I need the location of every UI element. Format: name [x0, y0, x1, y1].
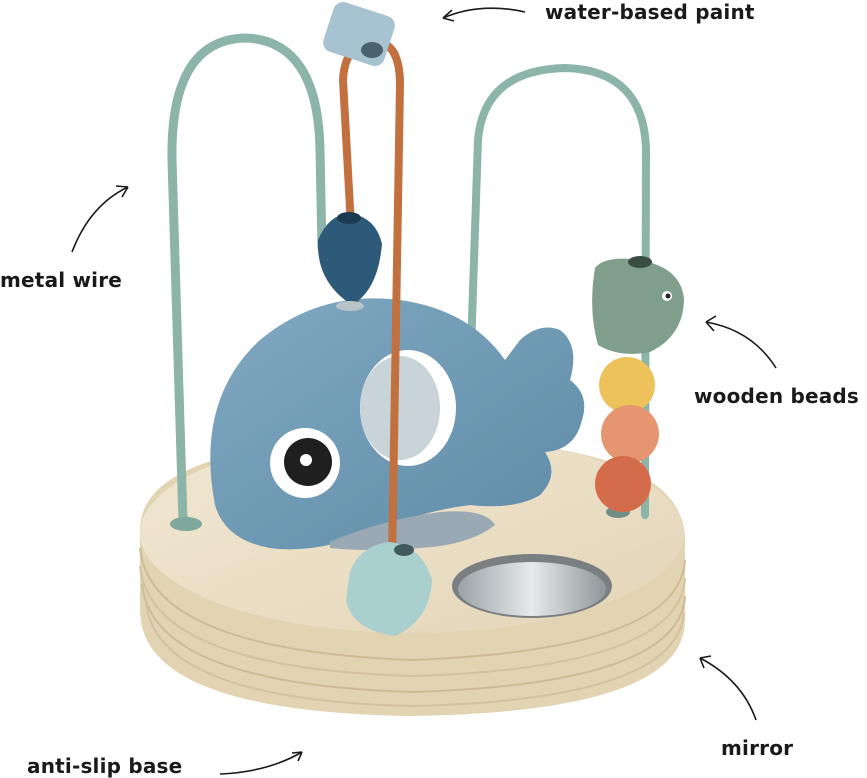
arrowhead-wooden-beads-icon — [705, 315, 717, 332]
arrowhead-anti-slip-icon — [291, 751, 303, 762]
wire-foot-left — [170, 517, 202, 531]
arrowhead-water-paint-icon — [442, 9, 455, 22]
arrow-metal-wire-icon — [71, 186, 129, 253]
arrowhead-metal-wire-icon — [115, 185, 129, 198]
label-water-based-paint: water-based paint — [545, 0, 755, 24]
mirror — [452, 554, 612, 618]
label-anti-slip-base: anti-slip base — [27, 754, 183, 778]
whale-eye-icon — [270, 428, 340, 498]
navy-teardrop-bead — [317, 212, 382, 311]
label-mirror: mirror — [721, 736, 794, 760]
mint-bead — [346, 542, 432, 636]
arrow-mirror-icon — [699, 657, 757, 721]
terracotta-bead — [595, 456, 651, 512]
arrow-wooden-beads-icon — [705, 321, 777, 369]
metal-wire-left — [167, 33, 327, 527]
top-bead — [323, 1, 395, 67]
label-metal-wire: metal wire — [0, 268, 123, 292]
arrowhead-mirror-icon — [699, 655, 712, 669]
arrow-anti-slip-icon — [219, 751, 303, 775]
salmon-bead — [601, 405, 659, 463]
label-wooden-beads: wooden beads — [694, 384, 860, 408]
yellow-bead — [599, 357, 655, 413]
arrow-water-paint-icon — [442, 7, 526, 19]
fish-bead — [592, 256, 684, 354]
fabric-tail-tag — [330, 511, 495, 550]
